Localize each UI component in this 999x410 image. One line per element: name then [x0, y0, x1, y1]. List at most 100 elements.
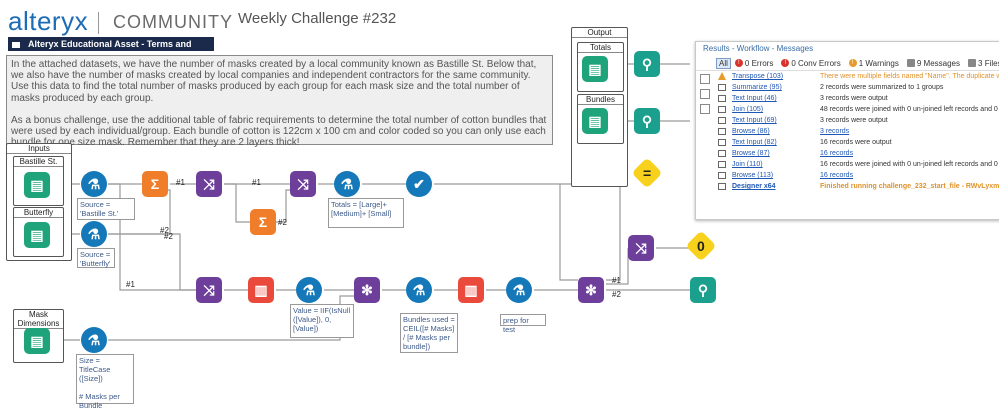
result-row[interactable]: Browse (87) 16 records	[696, 148, 999, 159]
result-source-link[interactable]: Browse (113)	[732, 172, 774, 179]
connection-label-2d: #2	[612, 290, 621, 299]
summarize-totals-tool[interactable]: Σ	[250, 209, 276, 235]
totals-formula-annotation: Totals = [Large]+ [Medium]+ [Small]	[328, 198, 404, 228]
formula-source-butterfly-tool[interactable]: ⚗	[81, 221, 107, 247]
tab-conv-errors[interactable]: !0 Conv Errors	[777, 59, 844, 68]
binoculars-icon: ⚲	[641, 55, 653, 72]
size-formula-annotation: Size = TitleCase ([Size]) # Masks per Bu…	[76, 354, 134, 410]
crosstab-tool[interactable]: ⤨	[290, 171, 316, 197]
flask-icon: ⚗	[340, 175, 354, 192]
results-tabs: All !0 Errors !0 Conv Errors !1 Warnings…	[696, 56, 999, 71]
result-source-link[interactable]: Text Input (69)	[732, 117, 777, 124]
logo-divider	[98, 12, 99, 34]
bastille-input-tool[interactable]: ▤	[24, 172, 50, 198]
result-source-link[interactable]: Summarize (95)	[732, 84, 782, 91]
results-panel[interactable]: Results - Workflow - Messages All !0 Err…	[695, 41, 999, 220]
flask-icon: ⚗	[87, 175, 101, 192]
side-icon-1[interactable]	[700, 74, 710, 84]
bastille-container-title: Bastille St.	[14, 157, 63, 167]
formula-source-bastille-tool[interactable]: ⚗	[81, 171, 107, 197]
result-message[interactable]: 16 records	[820, 150, 854, 157]
result-message[interactable]: 16 records	[820, 172, 854, 179]
result-row[interactable]: Transpose (103)There were multiple field…	[696, 71, 999, 82]
result-source-link[interactable]: Browse (87)	[732, 150, 770, 157]
join-tool[interactable]: ✻	[354, 277, 380, 303]
result-row[interactable]: Summarize (95) 2 records were summarized …	[696, 82, 999, 93]
side-icon-3[interactable]	[700, 104, 710, 114]
side-icon-2[interactable]	[700, 89, 710, 99]
tab-files-label: 3 Files	[978, 58, 999, 68]
bundles-input-tool[interactable]: ▤	[582, 108, 608, 134]
totals-input-tool[interactable]: ▤	[582, 56, 608, 82]
result-source-link[interactable]: Transpose (103)	[732, 73, 784, 80]
result-row[interactable]: Text Input (82)16 records were output	[696, 137, 999, 148]
result-source-link[interactable]: Text Input (46)	[732, 95, 777, 102]
results-side-toolbar	[700, 74, 712, 214]
transpose-icon: ⤨	[203, 175, 215, 192]
tool-icon	[718, 95, 726, 102]
result-message[interactable]: 3 records	[820, 128, 850, 135]
connection-label-1d: #1	[612, 276, 621, 285]
result-row[interactable]: Text Input (69) 3 records were output	[696, 115, 999, 126]
source-bastille-annotation: Source = 'Bastille St.'	[77, 198, 135, 220]
browse-join-tool[interactable]: ⚲	[690, 277, 716, 303]
tab-files[interactable]: 3 Files	[964, 59, 999, 68]
message-icon	[906, 59, 915, 67]
tool-icon	[718, 84, 726, 91]
crosstab-output-tool[interactable]: ⤨	[628, 235, 654, 261]
tool-icon	[718, 117, 726, 124]
transpose-lower-tool[interactable]: ⤨	[196, 277, 222, 303]
result-message: 3 records were output	[820, 117, 888, 124]
browse-totals-tool[interactable]: ⚲	[634, 51, 660, 77]
tool-icon	[718, 161, 726, 168]
result-row[interactable]: Join (105)48 records were joined with 0 …	[696, 104, 999, 115]
tab-messages[interactable]: 9 Messages	[903, 59, 964, 68]
result-row[interactable]: Browse (86) 3 records	[696, 126, 999, 137]
community-label: COMMUNITY	[113, 12, 233, 32]
tab-all[interactable]: All	[716, 57, 731, 69]
butterfly-container-title: Butterfly	[14, 208, 63, 218]
formula-size-tool[interactable]: ⚗	[81, 327, 107, 353]
result-source-link[interactable]: Browse (86)	[732, 128, 770, 135]
browse-bundles-tool[interactable]: ⚲	[634, 108, 660, 134]
connection-label-1: #1	[176, 178, 185, 187]
record-id-tool[interactable]: ▥	[458, 277, 484, 303]
inputs-container-title: Inputs	[7, 144, 71, 154]
text-to-columns-tool[interactable]: ▥	[248, 277, 274, 303]
formula-bundles-tool[interactable]: ⚗	[406, 277, 432, 303]
result-source-link[interactable]: Designer x64	[732, 183, 776, 190]
formula-prep-tool[interactable]: ⚗	[506, 277, 532, 303]
totals-container-title: Totals	[578, 43, 623, 53]
result-row[interactable]: Browse (113) 16 records	[696, 170, 999, 181]
join-output-tool[interactable]: ✻	[578, 277, 604, 303]
challenge-description: In the attached datasets, we have the nu…	[6, 55, 553, 148]
transpose-icon: ⤨	[203, 281, 215, 298]
butterfly-input-tool[interactable]: ▤	[24, 222, 50, 248]
result-message: 3 records were output	[820, 95, 888, 102]
flask-icon: ⚗	[302, 281, 316, 298]
transpose-tool[interactable]: ⤨	[196, 171, 222, 197]
binoculars-icon: ⚲	[697, 281, 709, 298]
select-tool[interactable]: ✔	[406, 171, 432, 197]
summarize-tool[interactable]: Σ	[142, 171, 168, 197]
result-source-link[interactable]: Text Input (82)	[732, 139, 777, 146]
result-source-link[interactable]: Join (110)	[732, 161, 763, 168]
book-icon: ▤	[30, 176, 44, 193]
result-source-link[interactable]: Join (105)	[732, 106, 764, 113]
educational-asset-banner[interactable]: Alteryx Educational Asset - Terms and Co…	[8, 37, 214, 63]
file-icon	[968, 59, 977, 67]
formula-totals-tool[interactable]: ⚗	[334, 171, 360, 197]
mask-dimensions-input-tool[interactable]: ▤	[24, 328, 50, 354]
formula-value-tool[interactable]: ⚗	[296, 277, 322, 303]
tab-warnings[interactable]: !1 Warnings	[845, 59, 903, 68]
tab-errors[interactable]: !0 Errors	[731, 59, 777, 68]
book-icon: ▤	[588, 112, 602, 129]
result-row[interactable]: Text Input (46) 3 records were output	[696, 93, 999, 104]
connection-label-2b: #2	[160, 226, 169, 235]
result-row[interactable]: Join (110)16 records were joined with 0 …	[696, 159, 999, 170]
tool-icon	[718, 150, 726, 157]
alteryx-logo: alteryx	[8, 6, 89, 36]
description-paragraph-1: In the attached datasets, we have the nu…	[11, 59, 537, 104]
result-message: 2 records were summarized to 1 groups	[820, 84, 944, 91]
